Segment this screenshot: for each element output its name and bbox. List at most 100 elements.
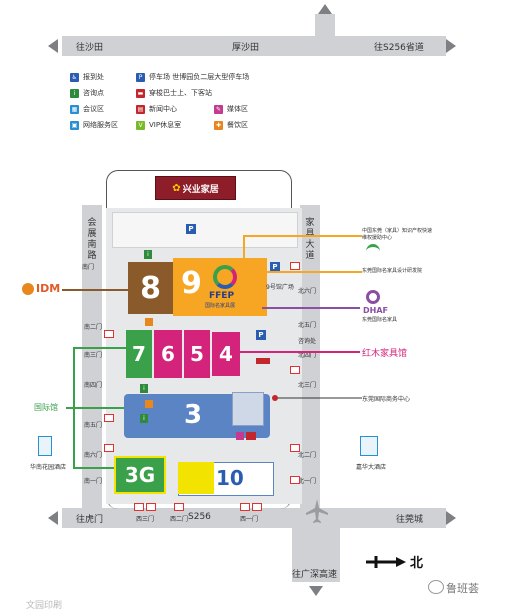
road-label-bottom-right: 往莞城 [396,515,424,525]
nine-hall-lobby-label: 9号馆广场 [266,284,294,291]
watermark-right: 鲁班荟 [446,582,479,595]
info-point-icon-3: i [140,414,148,423]
dining-icon-map-2 [145,400,153,408]
hall-9-number: 9 [181,266,202,301]
top-building-label: 兴业家居 [182,184,219,195]
gate-right-5: 北三门 [298,382,317,389]
hall-3g[interactable]: 3G [114,456,166,494]
idm-logo: IDM [22,282,60,295]
hall-6[interactable]: 6 [154,330,182,378]
gate-right-4: 咨询处 [298,338,317,345]
parking-icon: P [136,72,145,82]
gate-left-1: 南门 [82,264,95,271]
callout-dongguan-center: 中国东莞（家具）知识产权快速维权援助中心 [362,228,433,241]
airplane-icon [305,498,329,524]
callout-international-hall: 国际馆 [34,403,58,412]
road-north-stub-arrow-icon [318,4,332,14]
hall-9-logo-icon [213,265,237,289]
gate-mark-br2 [252,503,262,511]
road-label-left-vertical: 会展南路 [87,218,97,261]
gate-right-7: 北一门 [298,478,317,485]
media-icon-map [236,432,244,440]
gate-left-2: 南二门 [84,324,103,331]
watermark-left: 文园印刷 [26,601,63,611]
info-point-icon-2: i [140,384,148,393]
gate-left-5: 南五门 [84,422,103,429]
shuttle-icon-map [256,358,270,364]
hall-8[interactable]: 8 [128,262,173,314]
legend-item-media: ✎媒体区 [214,104,248,114]
road-label-top-left: 往沙田 [76,43,104,53]
top-building-logo-icon: ✿ [172,182,181,194]
hall-10-number: 10 [216,466,244,490]
hotel-icon [38,436,52,456]
callout-dhaf-sub: 东莞国际名家具 [362,317,398,323]
gate-mark-r2 [290,366,300,374]
hotel-label: 华南花园酒店 [30,464,67,471]
road-label-top-mid: 厚沙田 [232,43,260,53]
gate-left-4: 南四门 [84,382,103,389]
hall-10-highlight [178,462,214,494]
top-building: ✿ 兴业家居 [155,176,236,200]
expo-center-dot [272,395,278,401]
parking-mid-icon: P [256,330,266,340]
callout-expo-center: 东莞国际商务中心 [362,396,411,403]
gate-mark-r1 [290,262,300,270]
idm-logo-icon [22,282,34,295]
info-icon: i [70,88,79,98]
gate-mark-bl2 [146,503,156,511]
legend-item-network: ▣网络服务区 [70,120,118,130]
design-center-logo-icon [366,244,380,259]
meeting-icon: ▦ [70,104,79,114]
road-label-right-vertical: 家具大道 [305,218,315,261]
road-north-stub [315,14,335,36]
road-east-vertical [300,205,320,510]
gate-right-2: 北五门 [298,322,317,329]
wechat-icon [428,580,444,594]
parking-strip [112,212,298,248]
road-north [62,36,446,56]
road-west-vertical [82,205,102,510]
legend-item-registration: ♿报到处 [70,72,104,82]
gate-mark-br1 [240,503,250,511]
road-north-east-arrow-icon [446,39,456,53]
callout-hongmu: 红木家具馆 [362,349,408,359]
hall-3-number: 3 [184,400,203,430]
gate-mark-bl1 [134,503,144,511]
gate-mark-r3 [290,444,300,452]
gate-bottom-2: 西二门 [170,516,189,523]
gate-left-3: 南三门 [84,352,103,359]
north-arrow-icon [366,556,406,568]
dhaf-logo-icon [366,290,380,304]
dining-icon: ✚ [214,120,223,130]
legend-item-news: ▤新闻中心 [136,104,177,114]
hotel2-label: 嘉华大酒店 [356,464,387,471]
media-icon: ✎ [214,104,223,114]
legend-item-meeting: ▦会议区 [70,104,104,114]
road-label-bottom-left: 往虎门 [76,515,104,525]
network-icon: ▣ [70,120,79,130]
hall-3-annex [232,392,264,426]
gate-right-6: 北二门 [298,452,317,459]
parking-east-icon: P [270,262,280,272]
gate-left-7: 南一门 [84,478,103,485]
hall-9[interactable]: 9 FFEP 国际名家具展 [173,258,267,316]
road-label-top-right: 往S256省道 [374,43,424,53]
gate-mark-l2 [104,414,114,422]
callout-line-dongguan [243,235,362,258]
road-label-bottom-south: 往广深高速 [292,570,338,580]
callout-design-center: 东莞国际名家具设计研发院 [362,268,423,274]
registration-icon: ♿ [70,72,79,82]
hall-7[interactable]: 7 [126,330,152,378]
hotel2-icon [360,436,378,456]
road-label-bottom-mid: S256 [188,512,211,522]
hall-4[interactable]: 4 [212,332,240,376]
hall-5[interactable]: 5 [184,330,210,378]
road-south [62,508,446,528]
compass-north-label: 北 [410,556,424,571]
vip-icon: V [136,120,145,130]
dining-icon-map [145,318,153,326]
